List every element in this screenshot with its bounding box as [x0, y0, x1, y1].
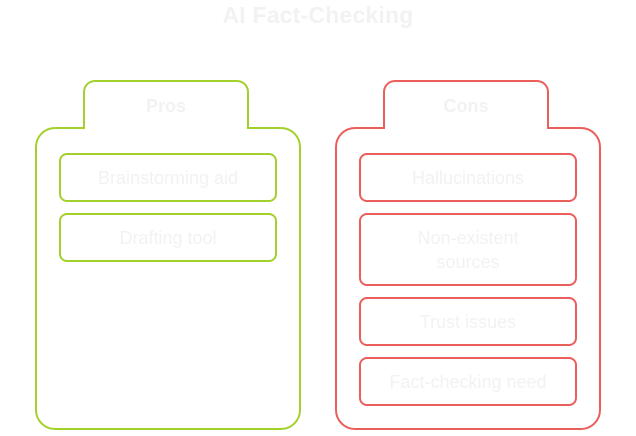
pros-item-brainstorming-aid: Brainstorming aid	[59, 153, 277, 202]
pros-header-tab: Pros	[83, 80, 249, 129]
cons-header-tab: Cons	[383, 80, 549, 129]
cons-item-label: Trust issues	[419, 311, 517, 332]
cons-item-fact-checking-need: Fact-checking need	[359, 357, 577, 406]
cons-item-hallucinations: Hallucinations	[359, 153, 577, 202]
pros-panel: Brainstorming aid Drafting tool	[35, 127, 301, 430]
pros-item-label: Drafting tool	[119, 227, 217, 248]
cons-item-label: Non-existent sources	[417, 227, 519, 272]
cons-item-trust-issues: Trust issues	[359, 297, 577, 346]
pros-item-drafting-tool: Drafting tool	[59, 213, 277, 262]
diagram-title: AI Fact-Checking	[222, 2, 414, 28]
pros-item-label: Brainstorming aid	[97, 167, 239, 188]
cons-panel: Hallucinations Non-existent sources Trus…	[335, 127, 601, 430]
cons-item-label: Fact-checking need	[389, 371, 547, 392]
cons-item-non-existent-sources: Non-existent sources	[359, 213, 577, 286]
cons-item-label: Hallucinations	[411, 167, 525, 188]
